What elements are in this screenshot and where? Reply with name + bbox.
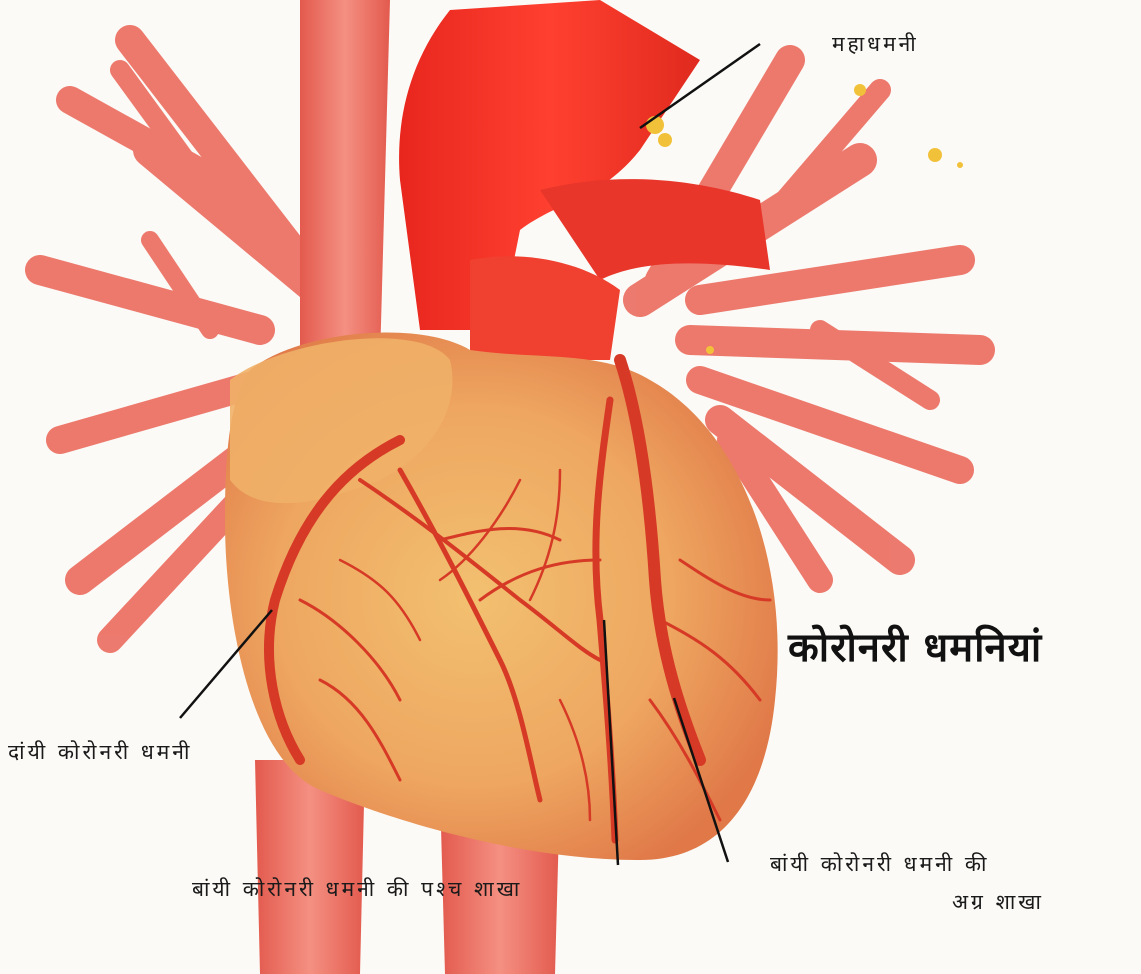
vena-cava xyxy=(300,0,390,360)
aorta-label: महाधमनी xyxy=(832,30,919,58)
left-anterior-branch-label-line1: बांयी कोरोनरी धमनी की xyxy=(770,850,990,878)
diagram-title: कोरोनरी धमनियां xyxy=(788,618,1042,673)
left-posterior-branch-label: बांयी कोरोनरी धमनी की पश्च शाखा xyxy=(192,875,522,903)
right-coronary-label: दांयी कोरोनरी धमनी xyxy=(8,738,192,766)
left-anterior-branch-label-line2: अग्र शाखा xyxy=(952,888,1044,916)
